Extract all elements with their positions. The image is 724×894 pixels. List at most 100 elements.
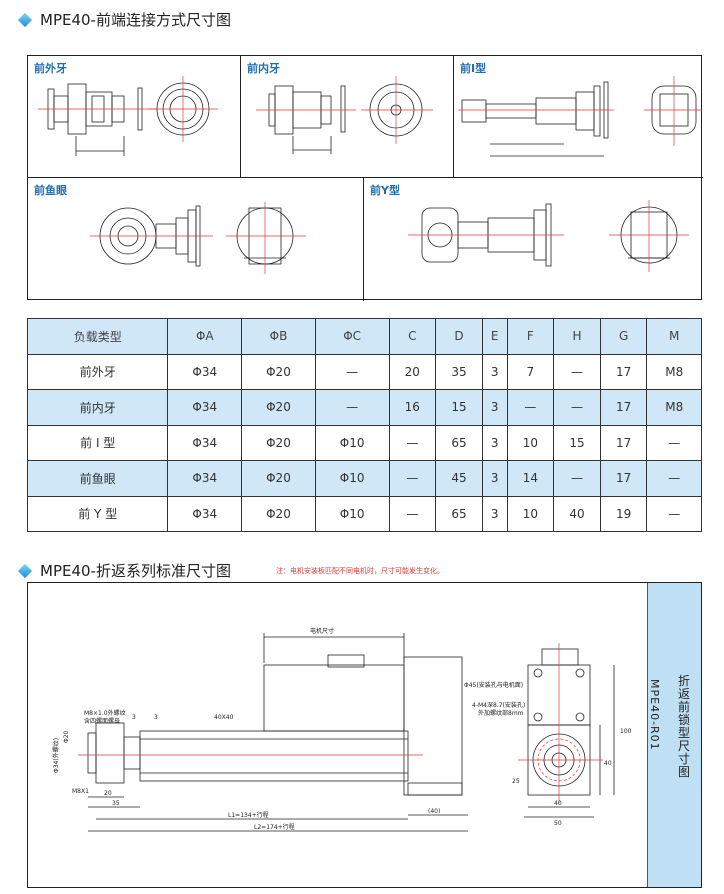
label-nut: 含四螺面螺母 — [84, 717, 120, 725]
table-header: F — [506, 318, 555, 355]
table-cell: 15 — [553, 424, 601, 461]
table-cell: — — [314, 389, 390, 426]
front-external-drawing — [38, 76, 218, 156]
section-title-front-connection: MPE40-前端连接方式尺寸图 — [18, 9, 231, 30]
table-header: E — [481, 318, 508, 355]
table-header: C — [388, 318, 437, 355]
panel-front-internal: 前内牙 — [241, 56, 454, 178]
table-cell: 10 — [506, 424, 555, 461]
table-header: D — [435, 318, 483, 355]
diamond-bullet-icon — [18, 13, 32, 27]
table-cell: 17 — [599, 353, 648, 390]
table-cell: Φ20 — [241, 424, 316, 461]
table-cell: 17 — [599, 424, 648, 461]
label-motor-size: 电机尺寸 — [310, 627, 334, 635]
table-cell: Φ34 — [167, 495, 243, 532]
table-header: 负载类型 — [26, 318, 169, 355]
table-cell: Φ34 — [167, 460, 243, 497]
table-cell: — — [506, 389, 555, 426]
label-dim-l1: L1=134+行程 — [228, 811, 269, 819]
table-cell: — — [553, 460, 601, 497]
table-header-row: 负载类型 ΦA ΦB ΦC C D E F H G M — [26, 318, 702, 355]
label-dim-25: 25 — [512, 778, 520, 785]
table-cell: 前外牙 — [26, 353, 169, 390]
label-dim-40-paren: (40) — [428, 808, 440, 815]
table-cell: — — [388, 460, 437, 497]
table-cell: 17 — [599, 460, 648, 497]
drawing-title-chinese: 折返前锁型尺寸图 — [677, 674, 690, 779]
label-screw-spec: 4-M4深8.7(安装孔) — [472, 701, 525, 709]
front-y-drawing — [408, 200, 689, 272]
label-hole-spec: Φ45(安装孔与电机面) — [464, 681, 523, 689]
label-dim-20: 20 — [104, 790, 112, 797]
label-external-thread: M8×1.0外螺纹 — [84, 709, 126, 717]
table-cell: Φ10 — [314, 424, 390, 461]
front-internal-drawing — [256, 76, 433, 154]
section-title-fold-back: MPE40-折返系列标准尺寸图 — [18, 560, 231, 581]
fold-back-technical-drawing: 电机尺寸 M8×1.0外螺纹 含四螺面螺母 3 3 40X40 Φ20 Φ34(… — [52, 627, 632, 832]
label-dim-m8: M8X1 — [72, 788, 89, 795]
drawing-code-wrapper: MPE40-R01 — [648, 679, 671, 799]
label-dim-phi34: Φ34(外螺纹) — [52, 738, 60, 773]
table-cell: M8 — [646, 353, 702, 390]
table-cell: 65 — [435, 495, 483, 532]
label-dim-40-bottom: 40 — [554, 800, 562, 807]
drawing-code: MPE40-R01 — [648, 679, 661, 751]
fold-back-drawing: 电机尺寸 M8×1.0外螺纹 含四螺面螺母 3 3 40X40 Φ20 Φ34(… — [27, 582, 702, 888]
table-cell: 45 — [435, 460, 483, 497]
diamond-bullet-icon — [18, 564, 32, 578]
label-dim-40-right: 40 — [604, 760, 612, 767]
table-cell: 3 — [481, 389, 508, 426]
table-cell: Φ34 — [167, 353, 243, 390]
label-screw-spec-2: 外加螺纹部8mm — [478, 709, 524, 717]
front-i-drawing — [458, 76, 702, 157]
table-cell: 3 — [481, 495, 508, 532]
table-header: ΦC — [314, 318, 390, 355]
panel-label: 前内牙 — [247, 62, 280, 75]
front-rod-eye-drawing — [90, 202, 306, 274]
table-row: 前鱼眼 Φ34 Φ20 Φ10 — 45 3 14 — 17 — — [26, 460, 702, 497]
table-cell: Φ20 — [241, 495, 316, 532]
panel-front-y: 前Y型 — [364, 178, 703, 301]
label-dim-3-again: 3 — [154, 714, 158, 721]
table-cell: Φ20 — [241, 353, 316, 390]
table-cell: 7 — [506, 353, 555, 390]
label-dim-40x40: 40X40 — [214, 714, 234, 721]
panel-label: 前Y型 — [370, 184, 400, 197]
table-cell: Φ20 — [241, 389, 316, 426]
table-cell: Φ10 — [314, 460, 390, 497]
table-header: H — [553, 318, 601, 355]
table-cell: 35 — [435, 353, 483, 390]
table-cell: — — [388, 495, 437, 532]
table-row: 前 Y 型 Φ34 Φ20 Φ10 — 65 3 10 40 19 — — [26, 495, 702, 532]
table-cell: 3 — [481, 460, 508, 497]
table-cell: 前 Y 型 — [26, 495, 169, 532]
table-cell: — — [388, 424, 437, 461]
table-cell: Φ34 — [167, 424, 243, 461]
table-header: ΦA — [167, 318, 243, 355]
panel-label: 前外牙 — [34, 62, 67, 75]
table-cell: 10 — [506, 495, 555, 532]
table-cell: — — [553, 389, 601, 426]
table-cell: 65 — [435, 424, 483, 461]
panel-front-i: 前I型 — [454, 56, 703, 178]
table-cell: 19 — [599, 495, 648, 532]
table-cell: 前鱼眼 — [26, 460, 169, 497]
panel-label: 前I型 — [460, 62, 487, 75]
table-header: G — [599, 318, 648, 355]
table-row: 前外牙 Φ34 Φ20 — 20 35 3 7 — 17 M8 — [26, 353, 702, 390]
label-dim-50: 50 — [554, 820, 562, 827]
label-dim-l2: L2=174+行程 — [254, 823, 295, 831]
table-cell: 3 — [481, 424, 508, 461]
panel-front-external: 前外牙 — [28, 56, 241, 178]
table-cell: 前内牙 — [26, 389, 169, 426]
section-title-text: MPE40-折返系列标准尺寸图 — [40, 562, 231, 580]
front-connection-drawings: 前外牙 前内牙 — [27, 55, 703, 301]
panel-front-rod-eye: 前鱼眼 — [28, 178, 364, 301]
table-cell: Φ34 — [167, 389, 243, 426]
table-cell: 14 — [506, 460, 555, 497]
table-cell: 15 — [435, 389, 483, 426]
label-dim-3: 3 — [132, 714, 136, 721]
table-cell: — — [646, 460, 702, 497]
table-row: 前内牙 Φ34 Φ20 — 16 15 3 — — 17 M8 — [26, 389, 702, 426]
